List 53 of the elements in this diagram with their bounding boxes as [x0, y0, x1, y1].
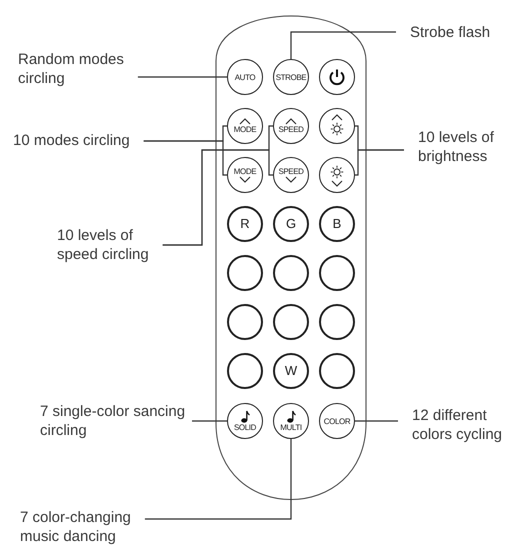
remote-button: [319, 304, 355, 340]
callout-text: 10 levels of speed circling: [57, 226, 192, 264]
button-label: SPEED: [278, 167, 304, 176]
remote-button: [319, 206, 355, 242]
remote-button: [273, 304, 309, 340]
button-label: R: [240, 217, 250, 231]
leader-line: [192, 420, 227, 422]
remote-button: [319, 59, 355, 95]
leader-line: [144, 439, 292, 520]
button-label: MULTI: [280, 423, 302, 432]
remote-button: [227, 255, 263, 291]
button-label: MODE: [234, 125, 256, 134]
button-label: B: [332, 217, 342, 231]
leader-line: [290, 31, 396, 59]
remote-button: [319, 108, 355, 144]
button-label: SPEED: [278, 125, 304, 134]
button-label: MODE: [234, 167, 256, 176]
remote-button: [273, 157, 309, 193]
callout-text: 10 levels of brightness: [388, 128, 518, 166]
callout-text: 12 different colors cycling: [388, 406, 522, 444]
remote-button: [227, 304, 263, 340]
button-label: G: [286, 217, 296, 231]
remote-button: [273, 403, 309, 439]
callout-text: Random modes circling: [18, 50, 192, 88]
remote-button: [227, 59, 263, 95]
remote-button: [273, 206, 309, 242]
callout-text: Strobe flash: [388, 23, 520, 42]
remote-button: [273, 255, 309, 291]
leader-line: [355, 149, 404, 176]
remote-button: [227, 108, 263, 144]
remote-button: [273, 353, 309, 389]
button-label: W: [284, 364, 298, 378]
callout-text: 7 single-color sancing circling: [40, 402, 192, 440]
leader-line: [162, 149, 273, 246]
button-label: SOLID: [234, 423, 256, 432]
leader-line: [355, 420, 398, 422]
remote-button: [227, 157, 263, 193]
button-label: AUTO: [234, 72, 256, 82]
remote-button: [227, 353, 263, 389]
remote-button: [227, 206, 263, 242]
leader-line: [138, 76, 227, 78]
remote-button: [227, 403, 263, 439]
remote-button: [319, 157, 355, 193]
remote-button: [273, 59, 309, 95]
button-label: COLOR: [324, 416, 350, 426]
remote-button: [319, 255, 355, 291]
remote-button: [273, 108, 309, 144]
remote-button: [319, 403, 355, 439]
button-label: STROBE: [276, 72, 306, 82]
leader-line: [144, 140, 227, 176]
remote-button: [319, 353, 355, 389]
callout-text: 7 color-changing music dancing: [20, 508, 192, 546]
callout-text: 10 modes circling: [13, 131, 192, 150]
